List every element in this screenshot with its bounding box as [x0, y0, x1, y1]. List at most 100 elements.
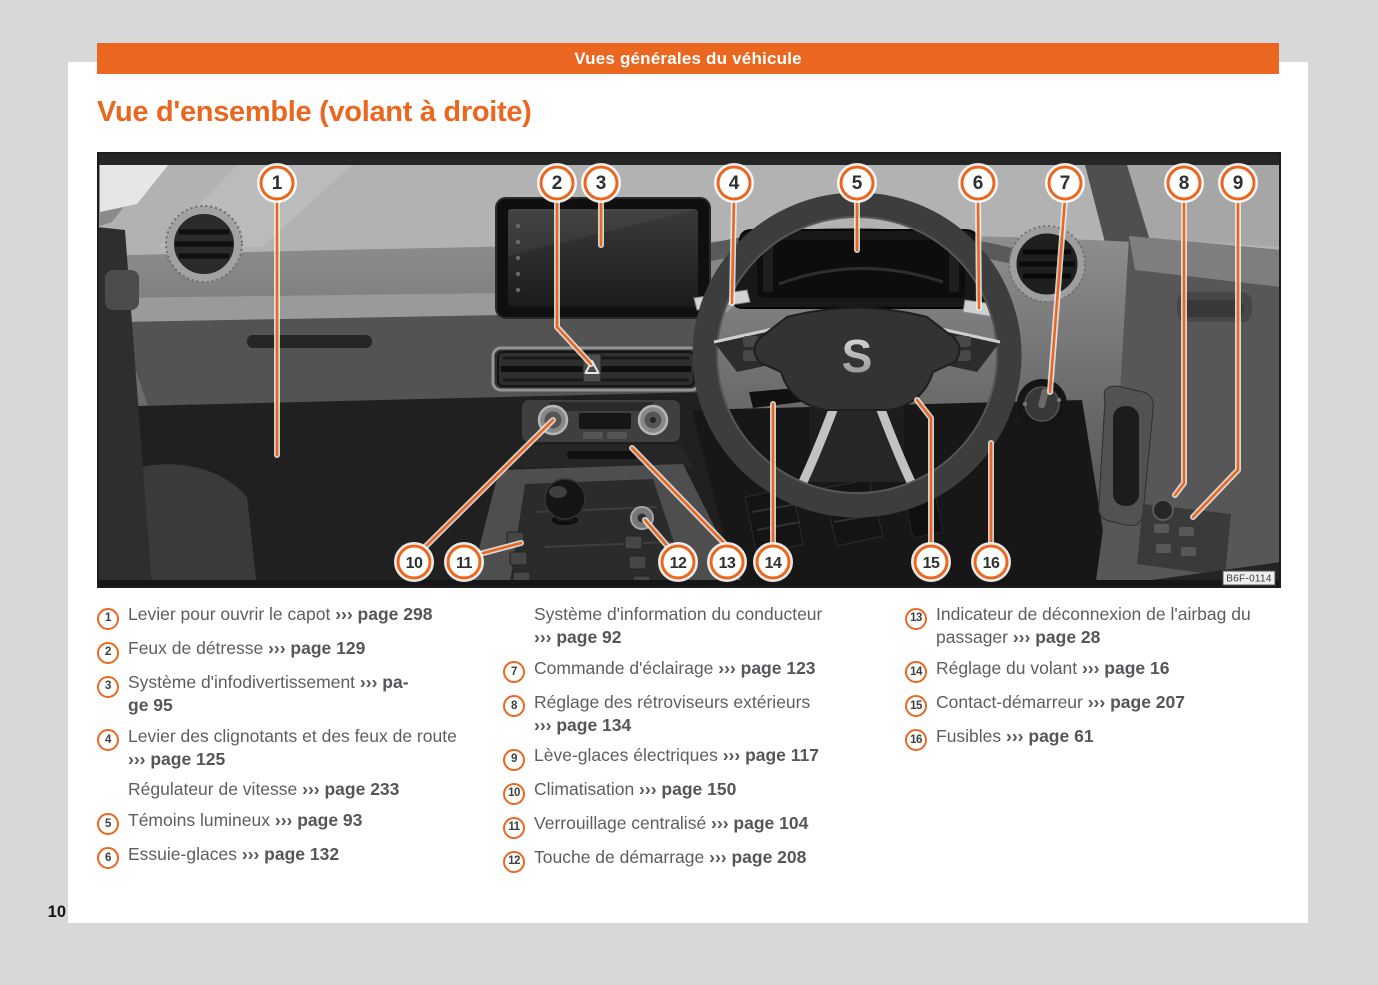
item-number-badge: 6 — [97, 843, 128, 869]
svg-text:9: 9 — [1233, 173, 1244, 194]
callout-12: 12 — [658, 542, 698, 582]
page-number: 10 — [47, 903, 66, 921]
number-circle: 7 — [503, 661, 525, 683]
legend-item-continuation: Régulateur de vitesse ››› page 233 — [97, 778, 489, 801]
legend-item-1: 1 Levier pour ouvrir le capot ››› page 29… — [97, 603, 489, 630]
chapter-header-text: Vues générales du véhicule — [574, 49, 802, 68]
page-reference: ››› page 28 — [1012, 627, 1101, 647]
svg-text:4: 4 — [729, 173, 740, 194]
leader-line-13 — [630, 446, 729, 548]
callout-7: 7 — [1045, 163, 1085, 203]
page-reference: ››› page 123 — [718, 657, 816, 678]
callout-15: 15 — [911, 542, 951, 582]
item-number-spacer — [503, 603, 534, 649]
number-circle: 5 — [97, 813, 119, 835]
page-reference: ››› page 150 — [639, 779, 737, 799]
gear-lever — [544, 478, 586, 525]
leader-line-6 — [976, 197, 981, 310]
svg-text:3: 3 — [596, 173, 607, 194]
airbag-indicator-ledge — [511, 445, 693, 467]
svg-text:5: 5 — [852, 173, 863, 194]
callout-5: 5 — [837, 163, 877, 203]
page-reference: ››› page 207 — [1087, 691, 1185, 712]
item-text: Système d'information du conducteur››› p… — [534, 604, 823, 647]
page-reference: ››› page 132 — [241, 843, 340, 864]
page-reference: ››› page 92 — [534, 627, 622, 647]
item-number-badge: 14 — [905, 657, 936, 683]
legend-item-14: 14 Réglage du volant ››› page 16 — [905, 657, 1285, 683]
left-air-vent — [165, 205, 243, 283]
item-text: Feux de détresse ››› page 129 — [128, 638, 366, 658]
legend-item-8: 8 Réglage des rétroviseurs extérieurs››› … — [503, 691, 891, 737]
callout-8: 8 — [1164, 163, 1204, 203]
number-circle: 1 — [97, 607, 119, 630]
item-text: Réglage des rétroviseurs extérieurs››› p… — [534, 691, 811, 735]
console-buttons-left — [506, 531, 531, 586]
page-title: Vue d'ensemble (volant à droite) — [97, 96, 532, 128]
svg-text:14: 14 — [765, 555, 782, 572]
number-circle: 4 — [97, 729, 119, 751]
item-number-badge: 11 — [503, 812, 534, 839]
wheel-hub — [753, 307, 961, 411]
page-reference: ››› page 93 — [274, 809, 363, 830]
item-number-spacer — [97, 778, 128, 801]
page-reference: ››› page 61 — [1006, 725, 1094, 746]
legend-column-2: Système d'information du conducteur››› p… — [503, 603, 891, 880]
leader-line-8 — [1173, 197, 1186, 497]
number-circle: 14 — [905, 661, 927, 683]
legend-column-1: 1 Levier pour ouvrir le capot ››› page 29… — [97, 603, 489, 877]
item-text: Levier des clignotants et des feux de ro… — [128, 725, 457, 769]
svg-text:11: 11 — [456, 555, 473, 572]
item-text: Levier pour ouvrir le capot ››› page 298 — [128, 604, 433, 624]
legend-item-4: 4 Levier des clignotants et des feux de r… — [97, 725, 489, 771]
steering-adjust-lever — [749, 388, 801, 408]
number-circle: 8 — [503, 695, 525, 717]
callout-16: 16 — [971, 542, 1011, 582]
leader-line-12 — [643, 518, 672, 551]
callout-10: 10 — [394, 542, 434, 582]
number-circle: 6 — [97, 847, 119, 869]
callout-3: 3 — [581, 163, 621, 203]
item-text: Verrouillage centralisé ››› page 104 — [534, 813, 809, 833]
leader-line-7 — [1048, 197, 1067, 394]
item-number-badge: 3 — [97, 671, 128, 717]
item-number-badge: 2 — [97, 637, 128, 664]
page-reference: ››› page 298 — [335, 604, 433, 624]
glovebox-handle — [247, 335, 372, 348]
item-text: Touche de démarrage ››› page 208 — [534, 847, 807, 867]
image-code-text: B6F-0114 — [1226, 574, 1272, 585]
number-circle: 16 — [905, 729, 927, 751]
item-number-badge: 1 — [97, 603, 128, 630]
item-text: Contact-démarreur ››› page 207 — [936, 691, 1185, 712]
item-text: Lève-glaces électriques ››› page 117 — [534, 745, 820, 765]
svg-text:10: 10 — [406, 555, 423, 572]
page-reference: ››› page 125 — [128, 748, 226, 769]
legend-item-2: 2 Feux de détresse ››› page 129 — [97, 637, 489, 664]
svg-text:1: 1 — [272, 173, 283, 194]
page-reference: ››› page 129 — [268, 638, 366, 658]
item-number-badge: 8 — [503, 691, 534, 737]
climate-control-panel — [520, 398, 682, 444]
svg-text:15: 15 — [923, 555, 940, 572]
page-reference: ››› page 104 — [711, 813, 809, 833]
page-reference: ››› page 134 — [534, 714, 632, 735]
instrument-cluster — [732, 229, 989, 309]
number-circle: 9 — [503, 748, 525, 771]
item-text: Réglage du volant ››› page 16 — [936, 657, 1170, 678]
number-circle: 2 — [97, 641, 119, 664]
item-number-badge: 9 — [503, 744, 534, 771]
callout-11: 11 — [444, 542, 484, 582]
steering-wheel: S — [692, 192, 1022, 518]
callout-6: 6 — [958, 163, 998, 203]
dashboard-illustration: S B6F-0114 12 3 4 5 6 — [97, 152, 1281, 588]
number-circle: 15 — [905, 695, 927, 717]
number-circle: 10 — [503, 782, 525, 805]
